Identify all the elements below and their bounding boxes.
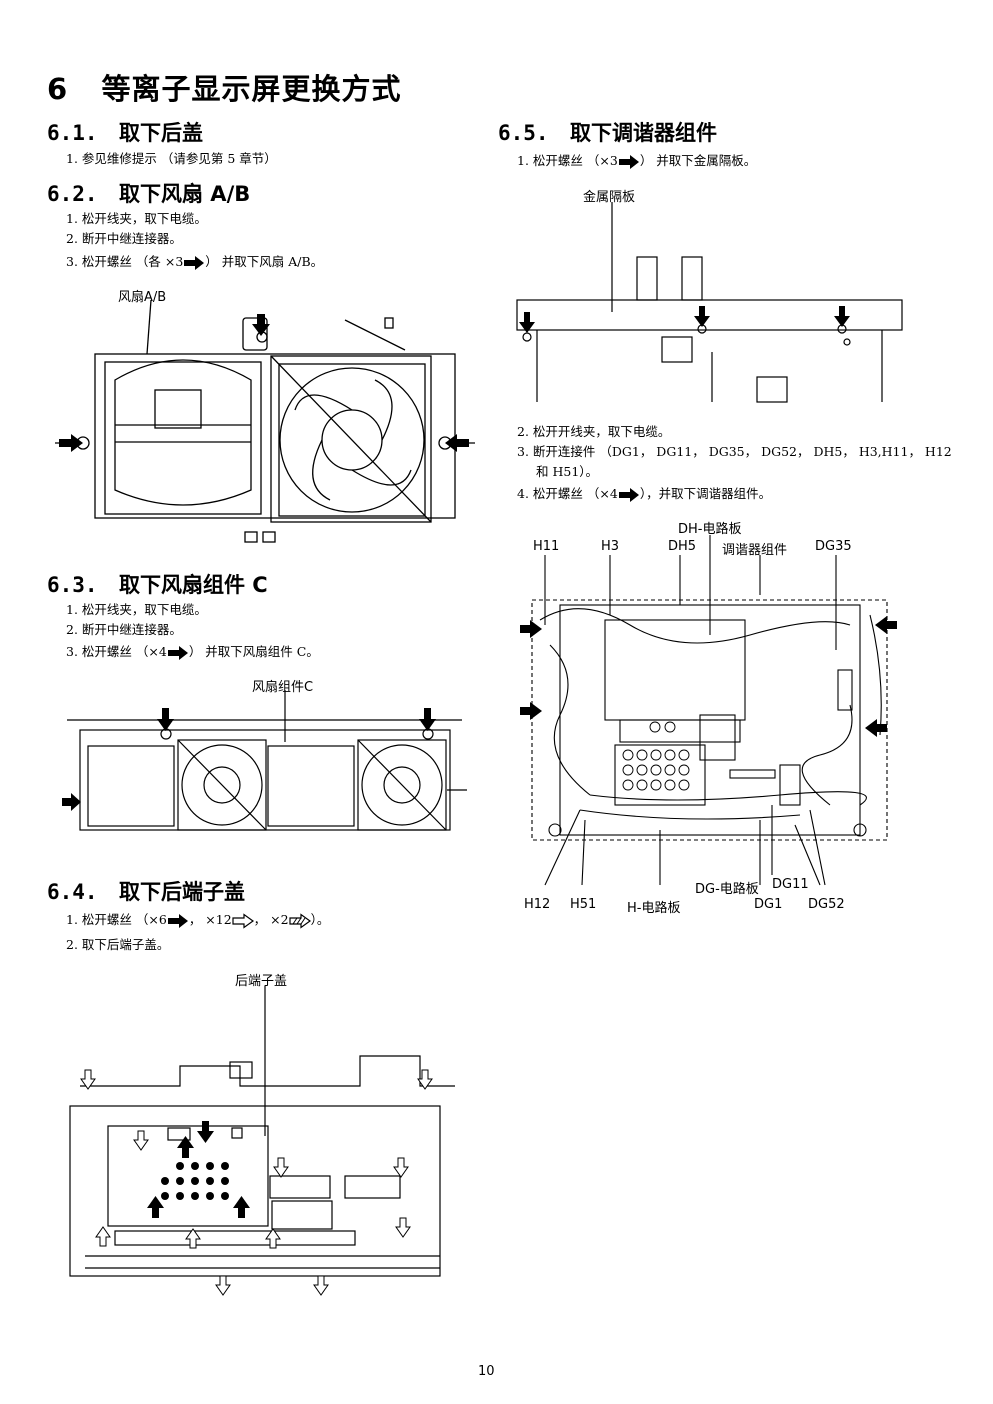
section-6-3-step-1: 1. 松开线夹，取下电缆。	[66, 602, 207, 617]
section-6-5-number: 6.5.	[498, 121, 549, 145]
dg1-label: DG1	[754, 897, 783, 912]
section-6-5-step-4-post: ），并取下调谐器组件。	[639, 486, 772, 501]
rear-terminal-cover-diagram	[69, 986, 455, 1296]
h12-label: H12	[524, 897, 551, 912]
section-6-5-step-2: 2. 松开开线夹，取下电缆。	[517, 424, 671, 439]
section-6-5-step-3-line-2: 和 H51）。	[536, 464, 599, 479]
tuner-unit-diagram	[520, 535, 897, 886]
section-6-4-heading: 6.4. 取下后端子盖	[47, 876, 245, 906]
section-6-5-step-3-line-1: 3. 断开连接件 （DG1， DG11， DG35， DG52， DH5， H3…	[517, 444, 952, 459]
page-title: 6 等离子显示屏更换方式	[47, 72, 402, 106]
section-6-4-step-1-d: ）。	[310, 912, 330, 927]
dh5-label: DH5	[668, 539, 697, 554]
section-6-4-title: 取下后端子盖	[119, 880, 245, 904]
section-6-1-step-1: 1. 参见维修提示 （请参见第 5 章节）	[66, 151, 277, 166]
section-6-3-heading: 6.3. 取下风扇组件 C	[47, 569, 268, 599]
section-6-2-step-3: 3. 松开螺丝 （各 ×3 ） 并取下风扇 A/B。	[66, 251, 323, 270]
metal-partition-label: 金属隔板	[583, 190, 636, 205]
section-6-4-step-1: 1. 松开螺丝 （×6 ， ×12 ， ×2 ）。	[66, 909, 330, 929]
section-6-3-title: 取下风扇组件 C	[119, 573, 268, 597]
fan-ab-diagram	[55, 299, 475, 543]
section-6-3-step-3-post: ） 并取下风扇组件 C。	[188, 644, 319, 659]
outline-arrow-icon	[232, 912, 254, 929]
h3-label: H3	[601, 539, 620, 554]
section-6-5-step-1-post: ） 并取下金属隔板。	[639, 153, 757, 168]
section-6-2-step-3-pre: 3. 松开螺丝 （各 ×3	[66, 254, 184, 269]
section-6-2-step-2: 2. 断开中继连接器。	[66, 231, 182, 246]
section-6-3-step-3: 3. 松开螺丝 （×4 ） 并取下风扇组件 C。	[66, 641, 319, 660]
section-6-5-step-1: 1. 松开螺丝 （×3 ） 并取下金属隔板。	[517, 150, 756, 169]
section-6-3-step-2: 2. 断开中继连接器。	[66, 622, 182, 637]
tuner-unit-label: 调谐器组件	[722, 543, 788, 558]
dh-board-label: DH-电路板	[678, 522, 742, 537]
solid-arrow-icon	[167, 645, 188, 660]
section-6-4-step-2: 2. 取下后端子盖。	[66, 937, 170, 952]
section-6-2-step-1: 1. 松开线夹，取下电缆。	[66, 211, 207, 226]
section-6-4-step-1-b: ， ×12	[188, 912, 232, 927]
dg35-label: DG35	[815, 539, 852, 554]
solid-arrow-icon	[184, 255, 205, 270]
section-6-4-step-1-a: 1. 松开螺丝 （×6	[66, 912, 167, 927]
solid-arrow-icon	[618, 487, 639, 502]
section-6-1-number: 6.1.	[47, 121, 98, 145]
fan-unit-c-label: 风扇组件C	[252, 680, 314, 695]
h-board-label: H-电路板	[627, 901, 681, 916]
section-6-5-heading: 6.5. 取下调谐器组件	[498, 117, 717, 147]
fan-unit-c-diagram	[62, 690, 467, 831]
section-6-2-title: 取下风扇 A/B	[119, 182, 251, 206]
section-6-5-step-4-pre: 4. 松开螺丝 （×4	[517, 486, 618, 501]
section-6-2-number: 6.2.	[47, 182, 98, 206]
dg-board-label: DG-电路板	[695, 882, 759, 897]
section-6-1-heading: 6.1. 取下后盖	[47, 117, 203, 147]
solid-arrow-icon	[618, 154, 639, 169]
fan-ab-label: 风扇A/B	[118, 290, 167, 305]
rear-terminal-cover-label: 后端子盖	[235, 974, 288, 989]
hatched-arrow-icon	[288, 912, 311, 929]
metal-partition-diagram	[516, 202, 903, 403]
section-6-4-number: 6.4.	[47, 880, 98, 904]
page-number: 10	[478, 1364, 495, 1379]
solid-arrow-icon	[167, 913, 188, 928]
h11-label: H11	[533, 539, 560, 554]
section-6-3-number: 6.3.	[47, 573, 98, 597]
dg11-label: DG11	[772, 877, 809, 892]
dg52-label: DG52	[808, 897, 845, 912]
section-6-1-title: 取下后盖	[119, 121, 203, 145]
section-6-4-step-1-c: ， ×2	[253, 912, 289, 927]
section-6-2-heading: 6.2. 取下风扇 A/B	[47, 178, 250, 208]
section-6-2-step-3-post: ） 并取下风扇 A/B。	[205, 254, 324, 269]
section-6-5-title: 取下调谐器组件	[570, 121, 717, 145]
section-6-5-step-1-pre: 1. 松开螺丝 （×3	[517, 153, 618, 168]
section-6-5-step-4: 4. 松开螺丝 （×4 ），并取下调谐器组件。	[517, 483, 771, 502]
h51-label: H51	[570, 897, 597, 912]
section-6-3-step-3-pre: 3. 松开螺丝 （×4	[66, 644, 167, 659]
